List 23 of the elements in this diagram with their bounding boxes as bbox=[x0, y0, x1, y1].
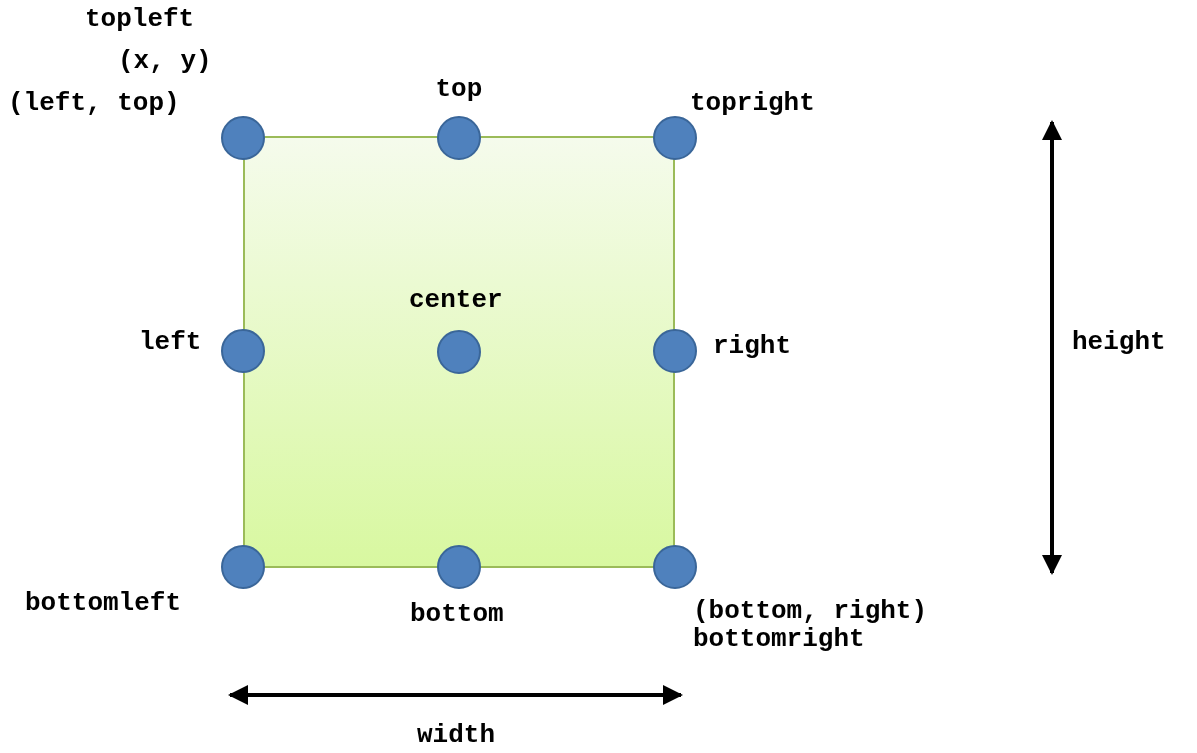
point-label: left bbox=[139, 327, 202, 357]
point-dot bbox=[653, 116, 697, 160]
dimension-label: height bbox=[1072, 327, 1166, 357]
point-dot bbox=[221, 545, 265, 589]
point-dot bbox=[437, 116, 481, 160]
point-label: (x, y) bbox=[118, 46, 212, 76]
point-label: bottom bbox=[410, 599, 504, 629]
point-label: (left, top) bbox=[8, 88, 180, 118]
point-dot bbox=[221, 116, 265, 160]
point-label: bottomleft bbox=[25, 588, 182, 618]
dimension-label: width bbox=[417, 720, 495, 750]
point-dot bbox=[653, 545, 697, 589]
point-dot bbox=[437, 330, 481, 374]
point-label: right bbox=[713, 331, 791, 361]
point-label: topright bbox=[690, 88, 815, 118]
point-dot bbox=[653, 329, 697, 373]
point-label: bottomright bbox=[693, 624, 865, 654]
point-label: topleft bbox=[85, 4, 195, 34]
rectangle-box bbox=[243, 136, 675, 568]
point-label: center bbox=[409, 285, 503, 315]
point-label: (bottom, right) bbox=[693, 596, 928, 626]
point-dot bbox=[221, 329, 265, 373]
point-label: top bbox=[435, 74, 483, 104]
